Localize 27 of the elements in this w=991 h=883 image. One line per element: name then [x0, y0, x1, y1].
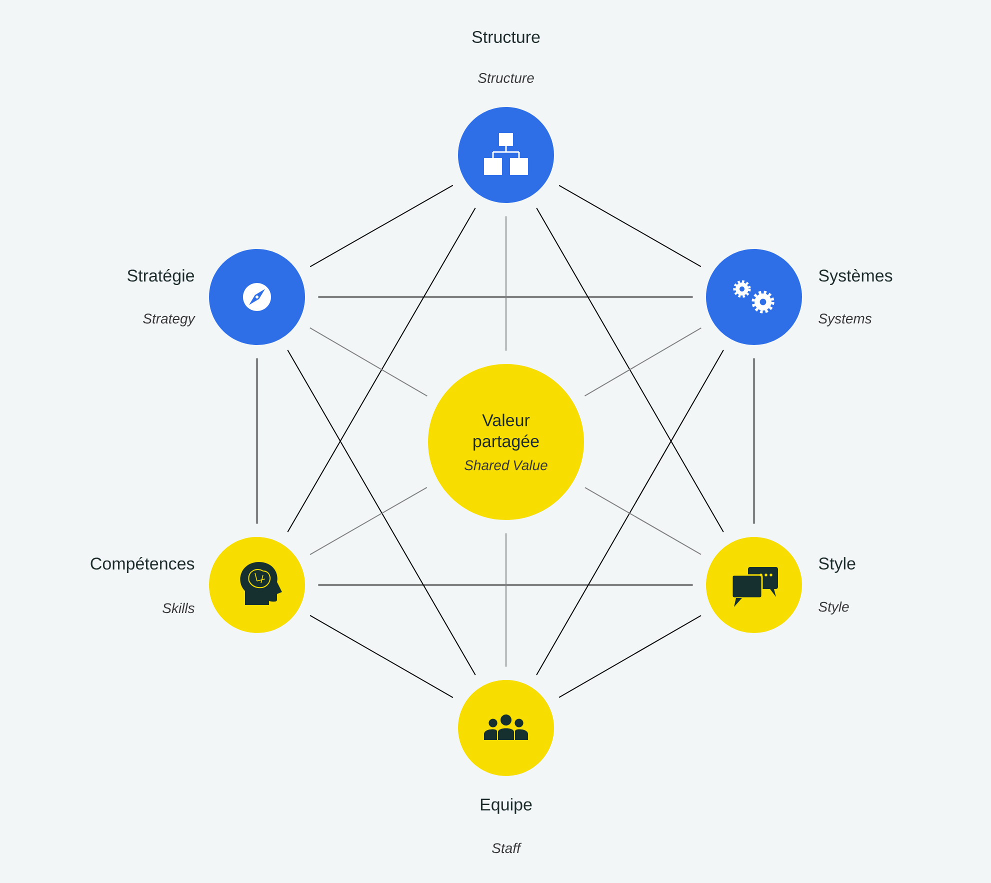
- node-heading: Structure: [472, 30, 540, 44]
- connector-line: [536, 350, 724, 676]
- connector-line: [287, 350, 476, 676]
- connector-line: [584, 487, 702, 555]
- node-heading: Stratégie: [128, 268, 194, 286]
- connector-line: [310, 614, 454, 698]
- connector-line: [584, 327, 702, 396]
- connector-line: [318, 296, 694, 298]
- connector-line: [309, 327, 428, 397]
- node-subtitle: Style: [818, 601, 849, 615]
- node-subtitle: Structure: [478, 73, 534, 83]
- connector-line: [318, 584, 694, 586]
- connector-line: [256, 358, 258, 524]
- connector-line: [558, 615, 702, 698]
- connector-line: [536, 208, 724, 532]
- node-subtitle: Staff: [492, 842, 522, 854]
- node-heading: Systèmes: [818, 268, 892, 286]
- connector-line: [310, 184, 454, 268]
- node-heading: Compétences: [90, 556, 194, 574]
- node-subtitle: Skills: [162, 602, 194, 614]
- node-heading: Equipe: [480, 798, 532, 814]
- connector-line: [558, 184, 702, 268]
- node-subtitle: Systems: [818, 314, 872, 326]
- connector-line: [310, 486, 428, 556]
- node-heading: Style: [818, 557, 856, 573]
- node-subtitle: Strategy: [143, 314, 196, 326]
- connector-line: [287, 207, 476, 533]
